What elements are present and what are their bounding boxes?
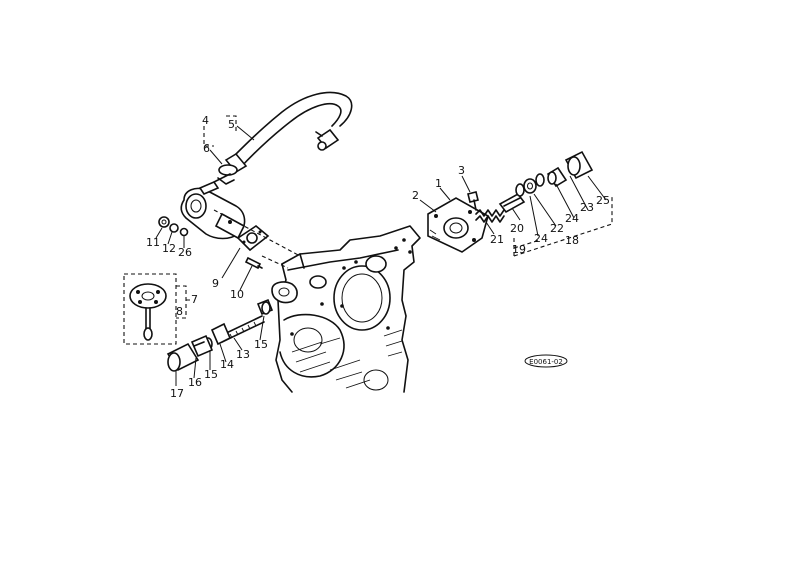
callout-14: 14 (220, 358, 234, 371)
callout-24-right: 24 (565, 212, 579, 225)
callout-4: 4 (202, 114, 209, 127)
callout-5: 5 (228, 118, 235, 131)
callout-19: 19 (512, 243, 526, 256)
callout-9: 9 (212, 277, 219, 290)
callout-21: 21 (490, 233, 504, 246)
washers-24 (515, 173, 545, 197)
callout-13: 13 (236, 348, 250, 361)
callout-10: 10 (230, 288, 244, 301)
reference-code-badge: E0061-02 (524, 354, 568, 368)
callout-20: 20 (510, 222, 524, 235)
callout-15-upper: 15 (254, 338, 268, 351)
callout-1: 1 (435, 177, 442, 190)
callout-18: 18 (565, 234, 579, 247)
callout-3: 3 (458, 164, 465, 177)
callout-25: 25 (596, 194, 610, 207)
leader-lines (155, 115, 613, 386)
callout-26: 26 (178, 246, 192, 259)
valve-assembly (166, 298, 274, 372)
callout-16: 16 (188, 376, 202, 389)
reference-code: E0061-02 (529, 358, 563, 366)
plunger-20 (498, 192, 526, 214)
bolt-10 (244, 256, 263, 270)
callout-23: 23 (580, 201, 594, 214)
callout-labels: 1 2 3 4 5 6 7 8 9 10 11 12 13 14 15 15 1… (146, 114, 610, 400)
hose (224, 91, 353, 174)
callout-24-left: 24 (534, 232, 548, 245)
cap-23 (546, 166, 568, 188)
nut-22 (523, 178, 537, 194)
bolt-3 (467, 191, 479, 211)
callout-6: 6 (203, 142, 210, 155)
spring-21 (475, 209, 505, 223)
callout-11: 11 (146, 236, 160, 249)
nuts-11-12-26 (158, 216, 189, 237)
gasket-9 (236, 225, 270, 252)
callout-17: 17 (170, 387, 184, 400)
callout-15-lower: 15 (204, 368, 218, 381)
cover-25 (564, 150, 594, 180)
engine-block (271, 225, 421, 393)
callout-7: 7 (191, 293, 198, 306)
sender-kit (123, 273, 177, 345)
callout-8: 8 (176, 305, 183, 318)
callout-12: 12 (162, 242, 176, 255)
callout-2: 2 (412, 189, 419, 202)
pump-flange-1-2 (427, 197, 489, 253)
callout-22: 22 (550, 222, 564, 235)
thermostat-housing (180, 173, 246, 240)
